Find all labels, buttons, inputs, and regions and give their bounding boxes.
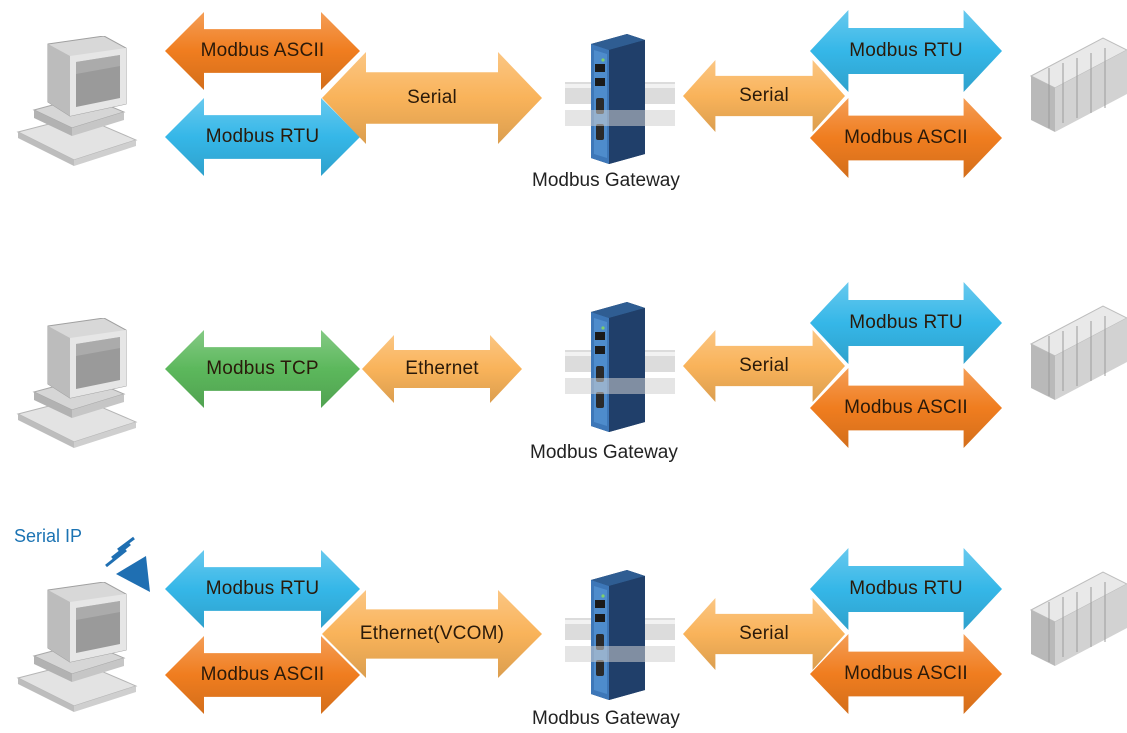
double-arrow-shape (810, 282, 1002, 364)
ethernet-link-arrow: Ethernet (362, 335, 522, 403)
plc-device-icon (1027, 300, 1127, 400)
arrow-label: Serial (739, 85, 789, 106)
modbus-rtu-arrow: Modbus RTU (810, 282, 1002, 364)
serial-link-arrow: Serial (322, 52, 542, 144)
modbus-rtu-arrow: Modbus RTU (165, 550, 360, 628)
arrow-label: Modbus ASCII (844, 127, 968, 148)
arrow-label: Modbus ASCII (200, 664, 325, 685)
modbus-tcp-arrow: Modbus TCP (165, 330, 360, 408)
arrow-label: Serial (407, 87, 457, 108)
wireless-signal-icon (96, 534, 156, 594)
modbus-ascii-arrow: Modbus ASCII (810, 368, 1002, 448)
arrow-label: Modbus RTU (205, 578, 320, 599)
double-arrow-shape (683, 598, 845, 670)
modbus-rtu-arrow: Modbus RTU (810, 10, 1002, 92)
double-arrow-shape (810, 548, 1002, 630)
double-arrow-shape (683, 330, 845, 402)
arrow-label: Modbus TCP (206, 358, 319, 379)
arrow-label: Modbus RTU (849, 312, 963, 333)
double-arrow-shape (322, 590, 542, 678)
arrow-label: Modbus RTU (849, 40, 963, 61)
double-arrow-shape (165, 636, 360, 714)
modbus-gateway-device-icon (565, 302, 675, 434)
arrow-label: Ethernet (405, 358, 479, 379)
arrow-label: Serial (739, 355, 789, 376)
double-arrow-shape (165, 98, 360, 176)
modbus-rtu-arrow: Modbus RTU (810, 548, 1002, 630)
modbus-ascii-arrow: Modbus ASCII (165, 12, 360, 90)
double-arrow-shape (362, 335, 522, 403)
modbus-gateway-device-icon (565, 570, 675, 702)
double-arrow-shape (810, 98, 1002, 178)
double-arrow-shape (810, 368, 1002, 448)
plc-device-icon (1027, 32, 1127, 132)
arrow-label: Modbus RTU (205, 126, 320, 147)
double-arrow-shape (683, 60, 845, 132)
modbus-ascii-arrow: Modbus ASCII (165, 636, 360, 714)
ethernet-vcom-link-arrow: Ethernet(VCOM) (322, 590, 542, 678)
serial-link-arrow: Serial (683, 60, 845, 132)
arrow-label: Modbus ASCII (844, 663, 968, 684)
arrow-label: Modbus ASCII (844, 397, 968, 418)
double-arrow-shape (165, 330, 360, 408)
double-arrow-shape (810, 634, 1002, 714)
gateway-label: Modbus Gateway (530, 442, 678, 463)
serial-link-arrow: Serial (683, 330, 845, 402)
double-arrow-shape (810, 10, 1002, 92)
arrow-label: Serial (739, 623, 789, 644)
double-arrow-shape (165, 12, 360, 90)
serial-link-arrow: Serial (683, 598, 845, 670)
computer-icon (8, 35, 138, 166)
arrow-label: Modbus ASCII (200, 40, 325, 61)
computer-icon (8, 581, 138, 712)
gateway-label: Modbus Gateway (532, 170, 680, 191)
modbus-ascii-arrow: Modbus ASCII (810, 634, 1002, 714)
serial-ip-label: Serial IP (14, 526, 83, 546)
arrow-label: Modbus RTU (849, 578, 963, 599)
double-arrow-shape (322, 52, 542, 144)
double-arrow-shape (165, 550, 360, 628)
arrow-label: Ethernet(VCOM) (359, 623, 505, 644)
gateway-label: Modbus Gateway (532, 708, 680, 729)
computer-icon (8, 317, 138, 448)
modbus-ascii-arrow: Modbus ASCII (810, 98, 1002, 178)
plc-device-icon (1027, 566, 1127, 666)
modbus-gateway-device-icon (565, 34, 675, 166)
modbus-rtu-arrow: Modbus RTU (165, 98, 360, 176)
